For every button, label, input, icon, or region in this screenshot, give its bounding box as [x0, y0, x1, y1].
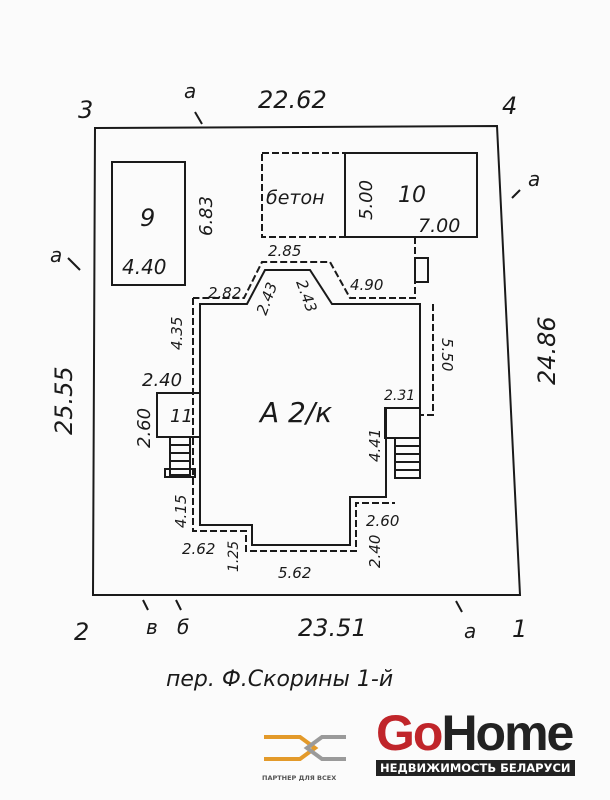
blind-area-top — [193, 237, 416, 299]
partner-caption: ПАРТНЕР ДЛЯ ВСЕХ — [262, 774, 337, 782]
dim-4-35: 4.35 — [168, 317, 186, 350]
dim-bottom: 23.51 — [298, 614, 367, 642]
dim-4-15: 4.15 — [172, 495, 190, 528]
dim-2-43b: 2.43 — [292, 277, 320, 315]
point-b-bottom: б — [177, 615, 189, 639]
partner-logo-mark — [264, 735, 346, 761]
dim-2-31: 2.31 — [384, 388, 415, 404]
blind-area-right — [420, 304, 434, 416]
gohome-logo: GoHome НЕДВИЖИМОСТЬ БЕЛАРУСИ — [376, 708, 575, 777]
point-a-top: а — [184, 79, 196, 103]
dim-top: 22.62 — [258, 86, 327, 114]
corner-1: 1 — [512, 615, 527, 643]
label-concrete: бетон — [266, 187, 325, 209]
gohome-tagline: НЕДВИЖИМОСТЬ БЕЛАРУСИ — [376, 760, 575, 776]
dim-2-62: 2.62 — [182, 540, 215, 558]
dim-5-62: 5.62 — [278, 564, 311, 582]
dim-4-90: 4.90 — [350, 276, 383, 294]
stairs-left — [164, 436, 196, 478]
gohome-go: Go — [376, 705, 443, 761]
dim-2-85: 2.85 — [268, 242, 301, 260]
dim-2-82: 2.82 — [208, 284, 241, 302]
corner-4: 4 — [502, 92, 517, 120]
corner-2: 2 — [74, 618, 89, 646]
label-building-10: 10 — [398, 183, 426, 208]
dim-b10-width: 7.00 — [418, 215, 460, 237]
label-porch-11: 11 — [170, 406, 193, 427]
point-v-bottom: в — [146, 615, 158, 639]
point-a-left: а — [50, 243, 62, 267]
small-annex — [414, 257, 429, 283]
blind-area-bottom — [192, 298, 395, 552]
plot-boundary — [91, 124, 522, 596]
dim-2-60b: 2.60 — [366, 512, 399, 530]
dim-b9-height: 6.83 — [196, 196, 217, 236]
dim-2-40b: 2.40 — [366, 535, 384, 568]
dim-5-50: 5.50 — [438, 338, 456, 371]
dim-4-41: 4.41 — [366, 429, 384, 462]
dim-b10-height: 5.00 — [356, 180, 377, 220]
porch-right — [384, 407, 421, 439]
stairs-right — [394, 437, 421, 479]
building-10 — [344, 152, 478, 238]
label-building-9: 9 — [140, 204, 155, 232]
point-a-bottom: а — [464, 619, 476, 643]
dim-2-40: 2.40 — [142, 370, 182, 391]
dim-left: 25.55 — [50, 366, 78, 435]
point-a-right: а — [528, 167, 540, 191]
dim-b9-width: 4.40 — [122, 255, 167, 279]
dim-1-25: 1.25 — [226, 541, 242, 572]
dim-right: 24.86 — [533, 316, 561, 385]
dim-2-60: 2.60 — [134, 408, 155, 448]
gohome-home: Home — [441, 705, 574, 761]
label-main-house: А 2/к — [258, 396, 332, 429]
corner-3: 3 — [78, 96, 93, 124]
street-name: пер. Ф.Скорины 1-й — [166, 667, 393, 692]
building-9 — [111, 161, 186, 286]
